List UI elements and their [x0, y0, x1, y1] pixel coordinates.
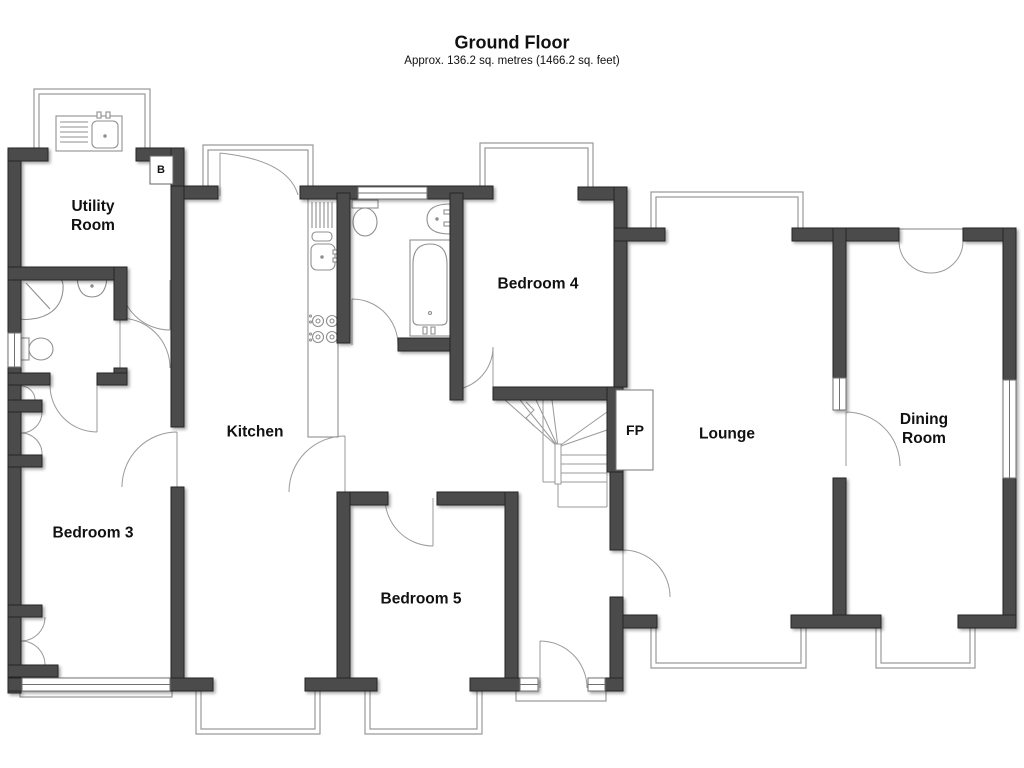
wall-segment: [304, 677, 378, 692]
wall-segment: [957, 614, 1017, 629]
wall-segment: [113, 266, 128, 321]
page-subtitle: Approx. 136.2 sq. metres (1466.2 sq. fee…: [404, 55, 620, 67]
wall-segment: [7, 372, 51, 386]
utility-bay-window-inner: [38, 93, 146, 157]
wall-segment: [336, 192, 351, 344]
inner-hall-door: [49, 384, 98, 433]
room-label-kitchen: Kitchen: [226, 423, 284, 441]
toilet-shower-room: [19, 337, 54, 361]
wall-segment: [832, 477, 847, 616]
room-label-utility: Utility Room: [71, 198, 115, 234]
wall-segment: [436, 491, 511, 506]
bedroom3-wardrobe-doors: [20, 616, 46, 666]
wall-segment: [613, 227, 666, 242]
wall-segment: [790, 614, 882, 629]
toilet-bathroom: [351, 199, 379, 237]
cupboard-door: [20, 385, 36, 401]
boiler-label: B: [157, 164, 165, 176]
kitchen-porch-inner: [207, 149, 309, 198]
wall-segment: [449, 192, 464, 401]
wall-segment: [7, 604, 43, 618]
wall-segment: [7, 454, 43, 468]
windows: [7, 186, 1017, 692]
wall-segment: [170, 185, 185, 428]
room-label-bedroom4: Bedroom 4: [497, 275, 579, 293]
utility-bay-window: [33, 88, 151, 157]
fireplace-label: FP: [626, 422, 644, 438]
wall-segment: [397, 337, 451, 352]
wall-segment: [609, 471, 624, 551]
wall-segment: [7, 147, 49, 162]
wall-segment: [7, 664, 59, 678]
front-door: [539, 640, 588, 689]
kitchen-bottom-bay-window: [195, 690, 321, 735]
lounge-top-bay-window-inner: [655, 196, 799, 240]
bathtub: [409, 239, 452, 337]
wash-basin-bathroom: [426, 203, 451, 235]
room-label-lounge: Lounge: [699, 425, 755, 443]
wall-segment: [609, 596, 624, 692]
kitchen-hall-door: [288, 435, 346, 493]
shower-room-door: [119, 317, 171, 369]
fireplace: [615, 389, 654, 471]
dining-bottom-bay-window-inner: [880, 628, 971, 664]
wall-segment: [183, 185, 219, 200]
kitchen-drainer: [311, 231, 333, 242]
dining-bottom-bay-window: [875, 628, 976, 669]
wall-segment: [613, 186, 628, 388]
dining-french-doors: [898, 240, 964, 274]
wall-segment: [504, 491, 519, 681]
wall-segment: [336, 491, 351, 681]
boiler: [149, 155, 174, 185]
room-label-bedroom5: Bedroom 5: [380, 590, 462, 608]
wall-segment: [492, 386, 608, 401]
room-label-dining: Dining Room: [899, 411, 949, 447]
bedroom5-door: [384, 497, 434, 547]
lounge-top-bay-window: [650, 191, 804, 240]
lounge-bottom-bay-window-inner: [655, 628, 802, 664]
wall-segment: [619, 614, 658, 629]
front-door-threshold: [515, 691, 607, 702]
bedroom5-bottom-bay-window: [364, 690, 483, 735]
wall-segment: [96, 372, 128, 386]
kitchen-counter: [307, 197, 339, 438]
bay-windows: [19, 88, 976, 735]
bedroom5-bottom-bay-window-inner: [369, 690, 478, 730]
bedroom3-window-sill: [19, 690, 173, 698]
bathroom-door: [351, 298, 399, 346]
wall-segment: [7, 266, 118, 281]
utility-sink: [55, 111, 123, 152]
bedroom4-bay-window: [479, 142, 594, 198]
room-label-bedroom3: Bedroom 3: [52, 524, 134, 542]
lounge-door: [622, 549, 671, 598]
page-title: Ground Floor: [454, 32, 570, 53]
cupboard-double-doors: [20, 411, 43, 456]
bedroom3-door: [121, 431, 178, 488]
wall-segment: [170, 486, 185, 681]
stairs-break-line: [525, 401, 535, 427]
wall-segment: [7, 399, 43, 413]
kitchen-porch: [202, 144, 314, 198]
wall-segment: [845, 227, 900, 242]
kitchen-back-door: [219, 152, 299, 196]
lounge-dining-door: [845, 411, 901, 467]
staircase: [504, 399, 608, 508]
lounge-bottom-bay-window: [650, 628, 807, 669]
kitchen-bottom-bay-window-inner: [200, 690, 316, 730]
walls: [7, 147, 1017, 694]
bedroom4-bay-window-inner: [484, 147, 589, 198]
annotation-boxes: [149, 155, 654, 471]
stairs-newel: [554, 443, 562, 485]
shower: [19, 276, 64, 321]
doors: [20, 152, 964, 689]
dining-door-surround: [894, 228, 968, 240]
